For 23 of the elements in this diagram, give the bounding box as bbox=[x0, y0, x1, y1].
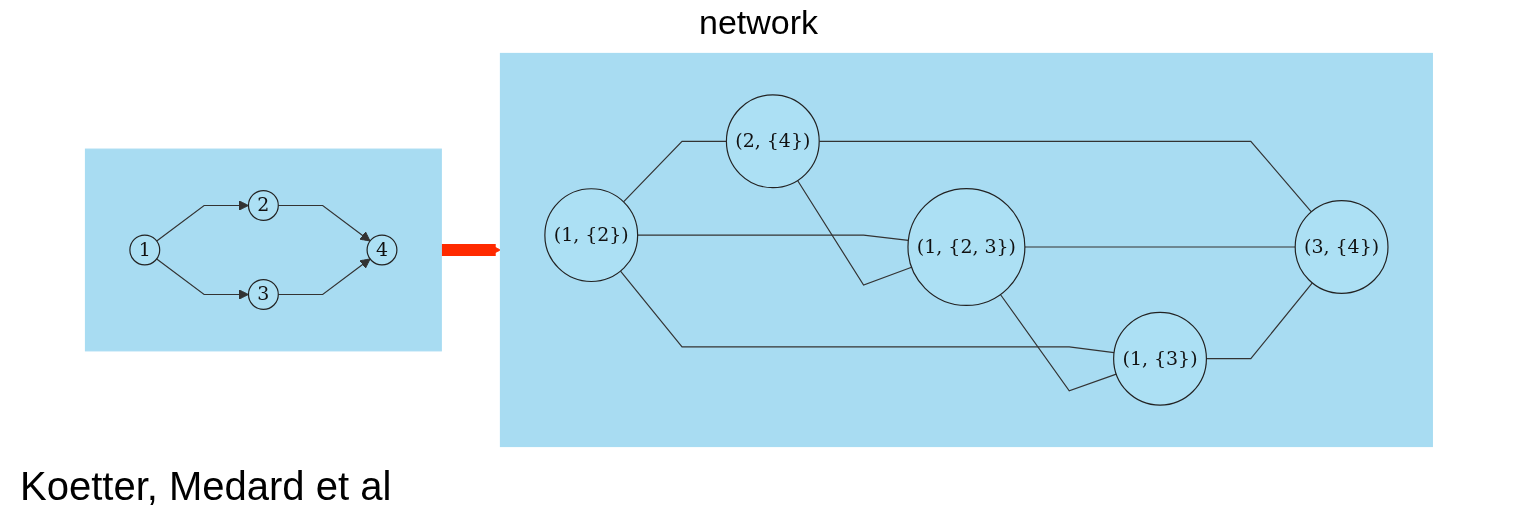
node-circle: (1, {3}) bbox=[1112, 311, 1207, 406]
node-circle: 3 bbox=[247, 279, 279, 310]
heading-text: network bbox=[698, 3, 819, 41]
credit-text: Koetter, Medard et al bbox=[20, 464, 392, 508]
arrow bbox=[440, 244, 501, 256]
node-circle: (2, {4}) bbox=[725, 94, 820, 189]
connector bbox=[818, 140, 1312, 213]
cluster bbox=[84, 148, 442, 352]
arrow bbox=[155, 200, 249, 242]
node-circle: 2 bbox=[247, 190, 279, 221]
connector bbox=[1205, 282, 1313, 360]
arrow bbox=[277, 204, 371, 242]
node-circle: (3, {4}) bbox=[1294, 200, 1389, 294]
arrow bbox=[277, 258, 371, 296]
node-circle: (1, {2, 3}) bbox=[906, 187, 1025, 306]
arrow bbox=[155, 258, 249, 300]
connector bbox=[796, 179, 912, 286]
cluster bbox=[499, 52, 1433, 448]
node-circle: 1 bbox=[128, 234, 160, 266]
node-circle: 4 bbox=[366, 234, 398, 266]
node-circle: (1, {2}) bbox=[543, 188, 638, 283]
connector bbox=[622, 140, 727, 203]
connector bbox=[999, 293, 1117, 392]
